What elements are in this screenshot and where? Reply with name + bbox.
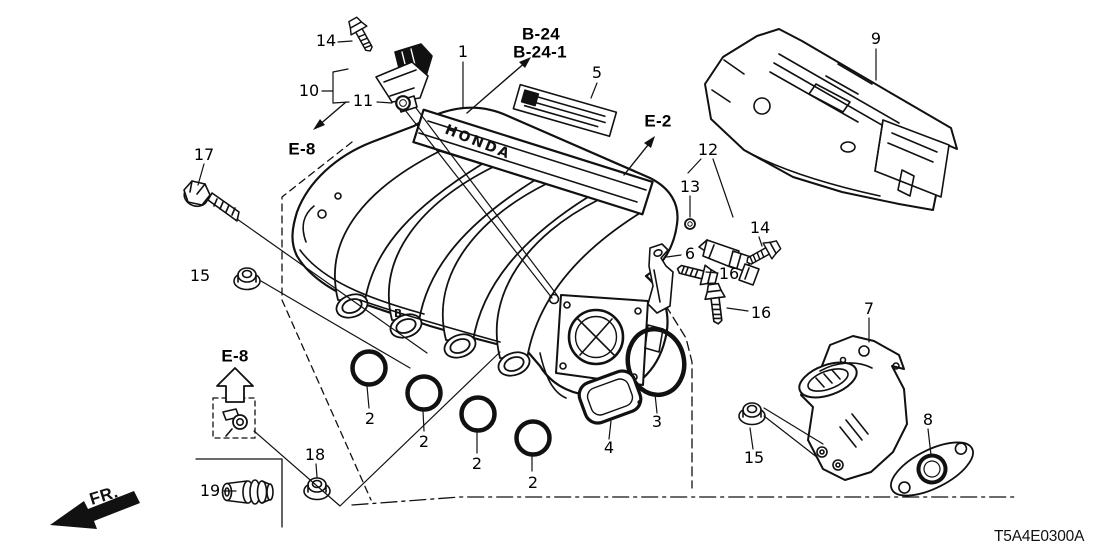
nut-15-right-drawing: [738, 402, 766, 426]
bolt-17-drawing: [183, 180, 240, 222]
part-callout-16-13[interactable]: 16: [750, 303, 772, 322]
part-callout-2-21[interactable]: 2: [471, 454, 483, 473]
part-callout-12-8[interactable]: 12: [697, 140, 719, 159]
diagram-code: T5A4E0300A: [994, 528, 1085, 545]
ref-label-b24[interactable]: B-24: [521, 24, 561, 44]
reference-arrows: [216, 57, 655, 403]
part-callout-19-24[interactable]: 19: [199, 481, 221, 500]
part-callout-15-16[interactable]: 15: [743, 448, 765, 467]
fr-direction-arrow-icon: [50, 491, 140, 529]
sensor-12-drawing: [698, 239, 760, 286]
group-boundaries: [195, 141, 1016, 528]
gasket-4-drawing: [577, 369, 643, 425]
view-marker-b: B: [394, 308, 402, 320]
e8-top-arrowhead-icon: [313, 119, 325, 130]
b24-arrow-line: [466, 60, 528, 114]
bolt-14-top-drawing: [348, 16, 373, 52]
e2-arrow-line: [623, 139, 653, 176]
part-callout-2-20[interactable]: 2: [418, 432, 430, 451]
ref-label-b24-1[interactable]: B-24-1: [513, 42, 567, 62]
cap-19-drawing: [221, 479, 274, 505]
e8-top-arrow-line: [317, 101, 347, 127]
part-callout-9-7[interactable]: 9: [870, 29, 882, 48]
part-callout-14-10[interactable]: 14: [749, 218, 771, 237]
ref-label-e2[interactable]: E-2: [644, 111, 672, 131]
part-callout-7-14[interactable]: 7: [863, 299, 875, 318]
part-callout-16-12[interactable]: 16: [718, 264, 740, 283]
e8-bottom-up-arrow-icon: [216, 367, 254, 403]
bracket-6-drawing: [647, 243, 674, 314]
part-callout-5-4[interactable]: 5: [591, 63, 603, 82]
part-callout-13-9[interactable]: 13: [679, 177, 701, 196]
ref-label-e8-bottom[interactable]: E-8: [221, 346, 249, 366]
b24-arrowhead-icon: [519, 57, 531, 68]
part-callout-1-3[interactable]: 1: [457, 42, 469, 61]
part-callout-6-11[interactable]: 6: [684, 244, 696, 263]
ref-label-e8-top[interactable]: E-8: [288, 139, 316, 159]
part-callout-10-1[interactable]: 10: [298, 81, 320, 100]
part-callout-4-18[interactable]: 4: [603, 438, 615, 457]
oring-2-group: [350, 349, 552, 457]
washer-13-drawing: [684, 218, 696, 230]
info-label-sticker: [512, 83, 618, 138]
part-callout-11-2[interactable]: 11: [352, 91, 374, 110]
part-callout-8-15[interactable]: 8: [922, 410, 934, 429]
oring-11-drawing: [395, 95, 411, 111]
intake-manifold-drawing: HONDA B: [291, 106, 679, 399]
throttle-body-drawing: [539, 294, 664, 399]
e2-arrowhead-icon: [644, 136, 655, 148]
bracket-7-drawing: [798, 335, 908, 481]
gasket-8-drawing: [890, 441, 974, 497]
part-callout-17-5[interactable]: 17: [193, 145, 215, 164]
bolt-16-lower-drawing: [704, 282, 726, 325]
engine-cover-drawing: [704, 28, 958, 211]
part-callout-15-6[interactable]: 15: [189, 266, 211, 285]
part-callout-14-0[interactable]: 14: [315, 31, 337, 50]
map-sensor-port: [548, 293, 560, 305]
leader-lines: [197, 40, 932, 507]
part-callout-2-22[interactable]: 2: [527, 473, 539, 492]
clip-e8-drawing: [222, 408, 248, 437]
part-callout-18-23[interactable]: 18: [304, 445, 326, 464]
part-callout-3-17[interactable]: 3: [651, 412, 663, 431]
bolt-14-right-drawing: [746, 240, 782, 265]
nut-15-left-drawing: [233, 267, 261, 291]
part-callout-2-19[interactable]: 2: [364, 409, 376, 428]
